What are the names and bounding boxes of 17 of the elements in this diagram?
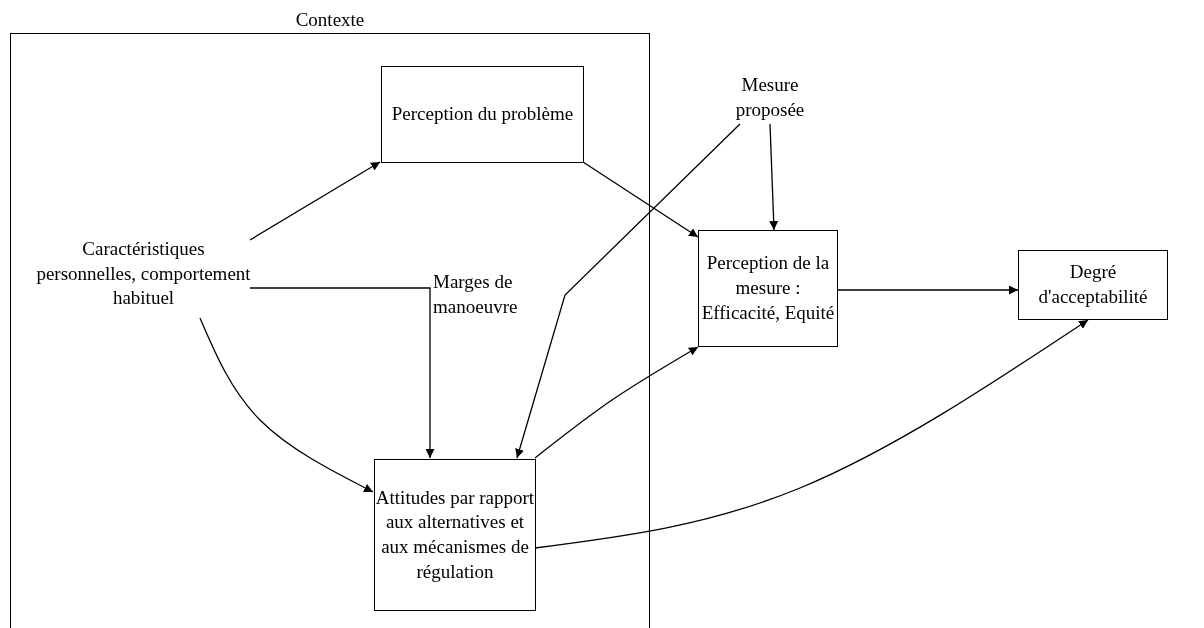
outcome-box: Degré d'acceptabilité [1018, 250, 1168, 320]
arrow [582, 161, 699, 238]
factor-text: Caractéristiques personnelles, comportement habituel [36, 229, 251, 319]
arrow [769, 123, 779, 231]
process-box: Attitudes par rapport aux alternatives et aux mécanismes de régulation [374, 459, 536, 611]
arrow [837, 285, 1019, 295]
arrow [249, 287, 435, 459]
arrow [515, 123, 741, 459]
process-box: Perception du problème [381, 66, 584, 163]
arrow [534, 319, 1089, 549]
arrow [534, 346, 699, 459]
frame-title: Contexte [294, 8, 366, 32]
process-box: Perception de la mesure : Efficacité, Equité [698, 230, 838, 347]
input-text: Mesure proposée [715, 72, 825, 124]
arrow [249, 161, 381, 241]
arrow [199, 317, 374, 493]
note-text: Marges de manoeuvre [433, 270, 519, 319]
